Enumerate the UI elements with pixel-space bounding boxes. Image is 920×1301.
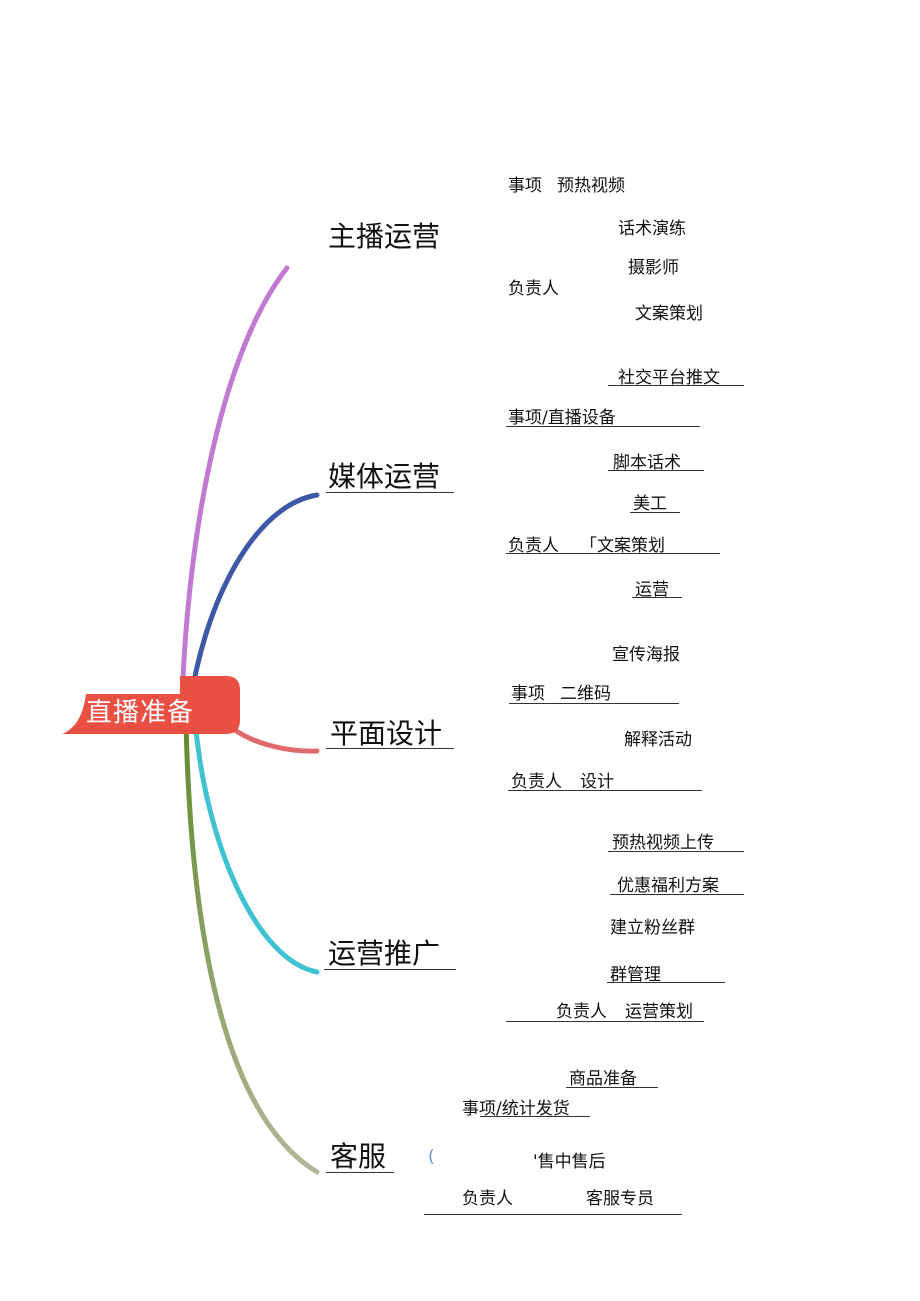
leaf-item: '售中售后 bbox=[533, 1152, 606, 1172]
leaf-label: 事项/统计发货 bbox=[462, 1099, 570, 1119]
leaf-item: 摄影师 bbox=[628, 258, 679, 278]
leaf-underline bbox=[506, 1021, 704, 1022]
branch-title-meiti: 媒体运营 bbox=[328, 460, 441, 493]
leaf-underline bbox=[566, 1087, 658, 1088]
root-title: 直播准备 bbox=[86, 698, 195, 728]
root-node bbox=[62, 674, 240, 740]
leaf-item: 优惠福利方案 bbox=[617, 876, 719, 896]
leaf-label: 负责人 bbox=[508, 536, 559, 556]
leaf-item: 建立粉丝群 bbox=[610, 918, 695, 938]
leaf-underline bbox=[632, 597, 682, 598]
leaf-item: 群管理 bbox=[610, 965, 661, 985]
leaf-item: 脚本话术 bbox=[613, 453, 681, 473]
leaf-item: 预热视频 bbox=[557, 176, 625, 196]
leaf-underline bbox=[506, 553, 720, 554]
leaf-item: 「文案策划 bbox=[580, 536, 665, 556]
branch-title-zhubo: 主播运营 bbox=[328, 220, 441, 253]
branch-title-yunying: 运营推广 bbox=[328, 937, 441, 970]
leaf-underline bbox=[508, 790, 702, 791]
leaf-underline bbox=[630, 512, 680, 513]
branch-title-kefu: 客服 bbox=[330, 1140, 387, 1173]
leaf-label: 事项 bbox=[508, 176, 542, 196]
branch-title-pingmian: 平面设计 bbox=[330, 717, 443, 750]
leaf-underline bbox=[608, 470, 704, 471]
leaf-item: 预热视频上传 bbox=[612, 833, 714, 853]
connector-pingmian bbox=[229, 725, 320, 754]
leaf-item: 解释活动 bbox=[624, 730, 692, 750]
leaf-underline bbox=[509, 703, 679, 704]
connector-zhubo bbox=[179, 265, 290, 708]
branch-underline bbox=[326, 1172, 394, 1173]
leaf-label: 负责人 bbox=[508, 279, 559, 299]
leaf-underline bbox=[424, 1214, 682, 1215]
root-node-shape bbox=[62, 676, 240, 734]
leaf-label: 事项 bbox=[511, 684, 545, 704]
branch-underline bbox=[324, 969, 456, 970]
leaf-item: 文案策划 bbox=[635, 304, 703, 324]
branch-underline bbox=[326, 492, 454, 493]
connector-meiti bbox=[187, 492, 320, 708]
leaf-underline bbox=[607, 982, 725, 983]
leaf-label: 事项/直播设备 bbox=[508, 408, 616, 428]
leaf-item: 话术演练 bbox=[618, 219, 686, 239]
leaf-item: 宣传海报 bbox=[612, 645, 680, 665]
leaf-item: 社交平台推文 bbox=[618, 368, 720, 388]
leaf-item: 商品准备 bbox=[569, 1069, 637, 1089]
branch-underline bbox=[326, 748, 454, 749]
bracket-mark: ( bbox=[428, 1147, 435, 1167]
leaf-label: 负责人 bbox=[511, 772, 562, 792]
leaf-underline bbox=[608, 385, 744, 386]
leaf-item: 美工 bbox=[633, 494, 667, 514]
leaf-item: 设计 bbox=[580, 772, 614, 792]
leaf-item: 运营策划 bbox=[625, 1002, 693, 1022]
leaf-underline bbox=[608, 851, 744, 852]
leaf-label: 负责人 bbox=[556, 1002, 607, 1022]
leaf-label: 负责人 bbox=[462, 1189, 513, 1209]
leaf-underline bbox=[506, 426, 700, 427]
leaf-item: 运营 bbox=[635, 580, 669, 600]
leaf-item: 二维码 bbox=[560, 684, 611, 704]
connector-yunying bbox=[192, 717, 320, 975]
leaf-underline bbox=[480, 1116, 590, 1117]
leaf-item: 客服专员 bbox=[586, 1189, 654, 1209]
connector-kefu bbox=[183, 719, 320, 1175]
leaf-underline bbox=[610, 894, 744, 895]
